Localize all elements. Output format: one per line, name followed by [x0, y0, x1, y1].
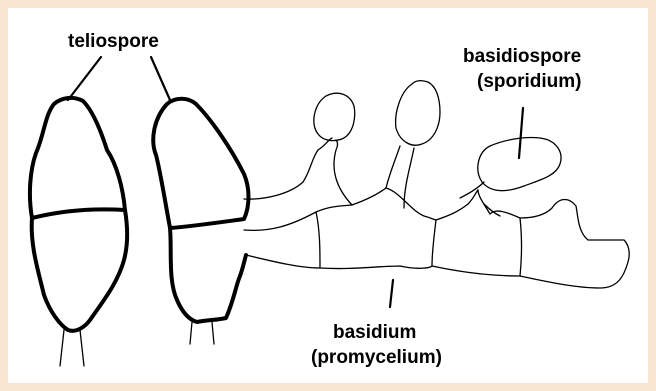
- right-teliospore-upper-cell: [153, 99, 248, 228]
- basidium-upper-outline: [244, 150, 318, 199]
- basidium-septum-1: [316, 212, 320, 268]
- right-teliospore: [153, 99, 248, 344]
- sterigma-2-right: [404, 148, 414, 208]
- sterigma-2-left: [386, 146, 400, 188]
- left-teliospore: [30, 98, 127, 366]
- leader-teliospore-right: [151, 57, 170, 100]
- leader-lines: [68, 57, 523, 307]
- basidiospore-2: [396, 81, 440, 146]
- sterigma-3-left: [460, 182, 484, 198]
- right-teliospore-pedicel: [190, 322, 192, 344]
- left-teliospore-lower-cell: [32, 210, 127, 331]
- right-teliospore-lower-cell: [170, 228, 246, 322]
- basidium: [244, 150, 629, 288]
- basidium-septum-3: [520, 218, 522, 276]
- leader-basidiospore: [519, 108, 523, 158]
- basidium-septum-2: [432, 220, 436, 266]
- basidium-lower-outline: [246, 190, 629, 288]
- basidiospore-1: [314, 93, 355, 140]
- basidiospores: [314, 81, 561, 191]
- left-teliospore-pedicel: [60, 330, 64, 366]
- label-sporidium: (sporidium): [477, 71, 582, 92]
- left-teliospore-upper-cell: [30, 98, 125, 218]
- label-teliospore: teliospore: [68, 31, 159, 52]
- sterigma-1-right: [334, 140, 352, 205]
- leader-basidium: [390, 280, 393, 307]
- label-basidium: basidium: [333, 322, 416, 343]
- leader-teliospore-left: [68, 57, 101, 100]
- label-promycelium: (promycelium): [311, 347, 442, 368]
- label-basidiospore: basidiospore: [463, 46, 581, 67]
